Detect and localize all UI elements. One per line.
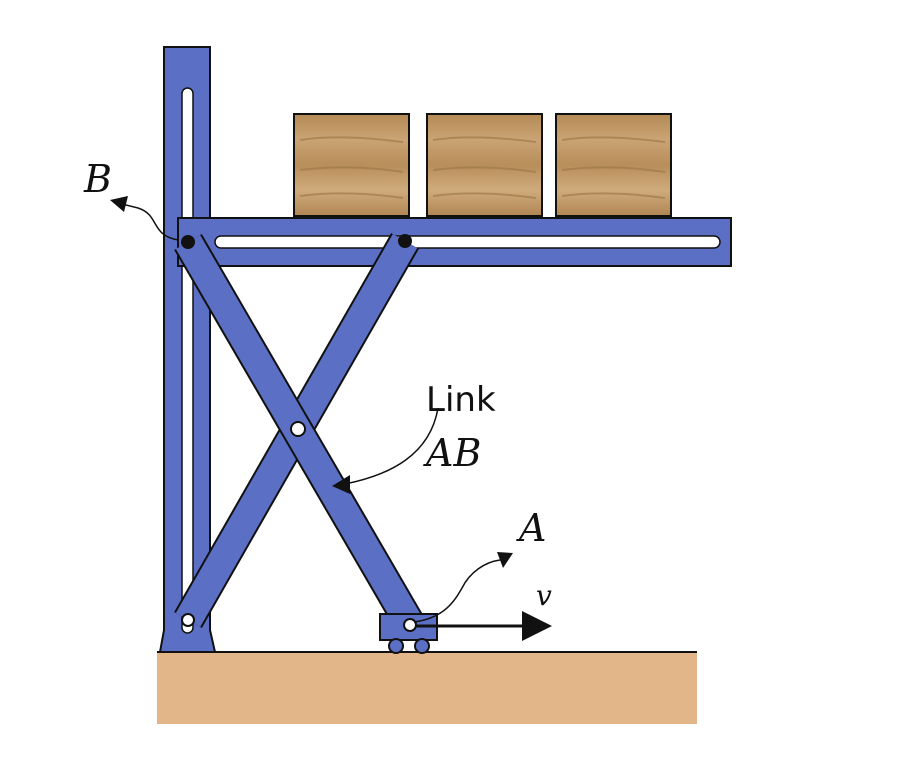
platform — [177, 217, 732, 267]
label-link-name: AB — [423, 431, 481, 475]
pin-bottom-left — [181, 613, 195, 627]
label-link-word: Link — [426, 380, 496, 420]
pin-top-right — [398, 234, 412, 248]
leader-link-ab — [344, 407, 439, 485]
vertical-slot — [181, 87, 194, 634]
wheel — [414, 638, 430, 654]
platform-slot — [214, 235, 721, 249]
label-velocity: v — [536, 579, 552, 612]
arrowhead-b — [110, 196, 128, 212]
ground — [157, 652, 697, 724]
box — [426, 113, 543, 217]
box — [555, 113, 672, 217]
roller-carriage — [379, 613, 438, 654]
label-a: A — [516, 506, 546, 550]
pin-b — [181, 235, 195, 249]
leader-a — [413, 559, 501, 623]
wheel — [388, 638, 404, 654]
leader-b — [117, 202, 179, 241]
boxes — [293, 113, 672, 217]
box — [293, 113, 410, 217]
pin-center — [290, 421, 306, 437]
arrowhead-a — [497, 552, 513, 568]
label-b: B — [83, 157, 112, 201]
arrowhead-link-ab — [332, 475, 350, 494]
pin-a — [403, 618, 417, 632]
